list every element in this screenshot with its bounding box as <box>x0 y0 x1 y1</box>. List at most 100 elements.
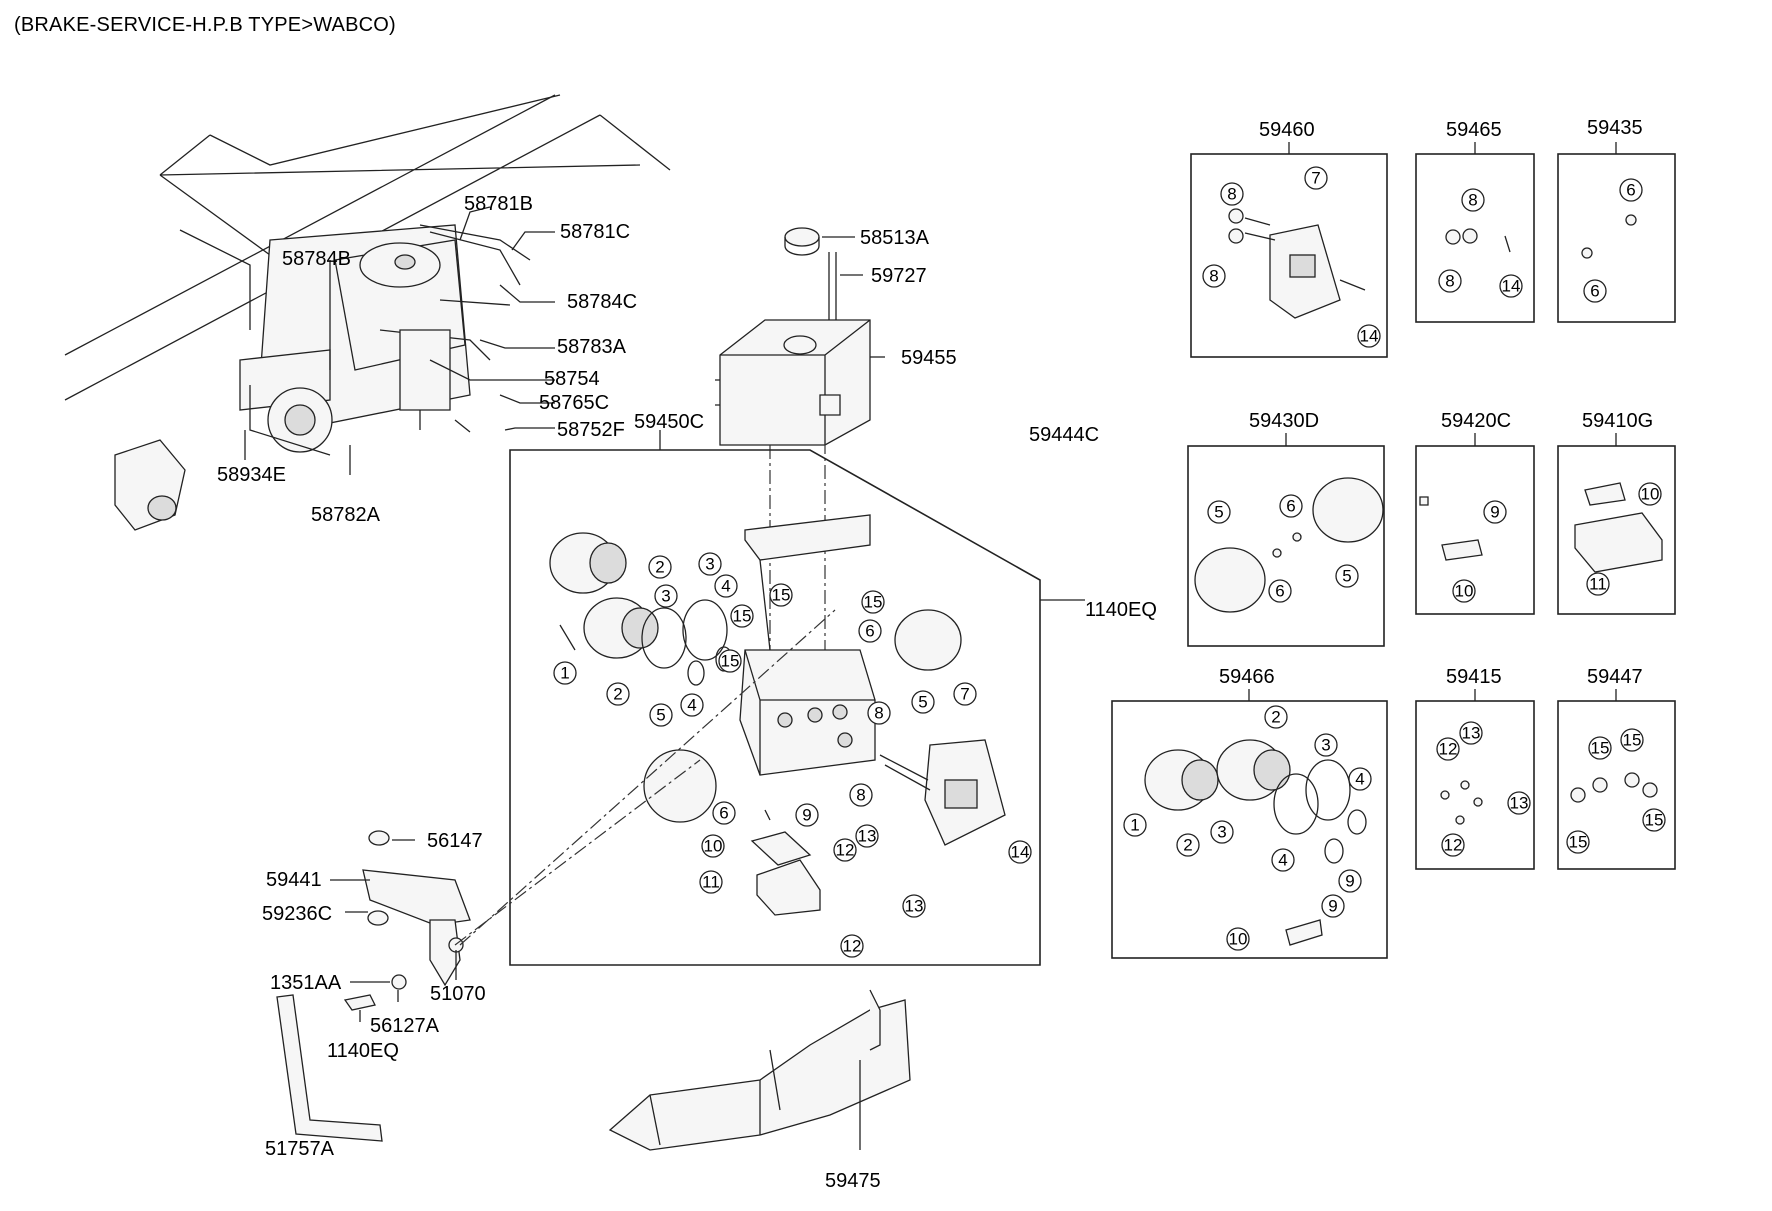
svg-text:13: 13 <box>1462 724 1481 743</box>
callout-main-14: 14 <box>1008 840 1032 864</box>
svg-text:12: 12 <box>1444 836 1463 855</box>
callout-group-59410G: 10 11 <box>1586 482 1662 596</box>
svg-text:3: 3 <box>1321 736 1330 755</box>
callout-59465-14: 14 <box>1499 274 1523 298</box>
svg-text:8: 8 <box>856 786 865 805</box>
part-label-59466: 59466 <box>1219 666 1275 688</box>
svg-text:14: 14 <box>1011 843 1030 862</box>
callout-59447-15d: 15 <box>1566 830 1590 854</box>
svg-text:8: 8 <box>1227 185 1236 204</box>
callout-59460-8b: 8 <box>1202 264 1226 288</box>
svg-text:15: 15 <box>1623 731 1642 750</box>
svg-text:15: 15 <box>1645 811 1664 830</box>
callout-59447-15c: 15 <box>1642 808 1666 832</box>
callout-main-12a: 12 <box>833 838 857 862</box>
svg-text:13: 13 <box>905 897 924 916</box>
callout-59430D-5a: 5 <box>1207 500 1231 524</box>
svg-text:3: 3 <box>661 587 670 606</box>
part-label-59430d: 59430D <box>1249 410 1319 432</box>
part-label-58752f: 58752F <box>557 419 625 441</box>
callout-main-2a: 2 <box>648 555 672 579</box>
callout-main-8a: 8 <box>867 701 891 725</box>
svg-text:7: 7 <box>1311 169 1320 188</box>
svg-text:4: 4 <box>1278 851 1287 870</box>
callout-59466-3a: 3 <box>1314 733 1338 757</box>
callout-59466-2a: 2 <box>1264 705 1288 729</box>
svg-text:15: 15 <box>772 586 791 605</box>
svg-text:10: 10 <box>1229 930 1248 949</box>
svg-text:9: 9 <box>1490 503 1499 522</box>
callout-main-13a: 13 <box>855 824 879 848</box>
svg-text:12: 12 <box>843 937 862 956</box>
callout-main-9: 9 <box>795 803 819 827</box>
callout-59430D-6a: 6 <box>1279 494 1303 518</box>
part-label-59444c: 59444C <box>1029 424 1099 446</box>
svg-text:15: 15 <box>721 652 740 671</box>
svg-text:10: 10 <box>704 837 723 856</box>
hydraulic-unit-illustration <box>549 514 1006 916</box>
callout-group-59447: 15 15 15 15 <box>1566 728 1666 854</box>
svg-text:13: 13 <box>1510 794 1529 813</box>
callout-group-59430D: 5 6 6 5 <box>1207 494 1359 603</box>
callout-59435-6a: 6 <box>1619 178 1643 202</box>
callout-59415-12a: 12 <box>1436 737 1460 761</box>
part-label-58781c: 58781C <box>560 221 630 243</box>
part-label-1140eq-bottom: 1140EQ <box>327 1040 399 1062</box>
svg-text:6: 6 <box>1626 181 1635 200</box>
chassis-frame-illustration <box>64 94 671 531</box>
callout-main-15c: 15 <box>730 604 754 628</box>
callout-main-2b: 2 <box>606 682 630 706</box>
callout-59466-9b: 9 <box>1321 894 1345 918</box>
main-assembly-frame <box>509 449 1041 966</box>
svg-text:3: 3 <box>705 555 714 574</box>
callout-group-59460: 8 7 8 14 <box>1202 166 1381 348</box>
part-label-59727: 59727 <box>871 265 927 287</box>
callout-59420C-9: 9 <box>1483 500 1507 524</box>
callout-59410G-11: 11 <box>1586 572 1610 596</box>
callout-main-5b: 5 <box>649 703 673 727</box>
part-label-51070: 51070 <box>430 983 486 1005</box>
callout-59447-15a: 15 <box>1588 736 1612 760</box>
svg-text:3: 3 <box>1217 823 1226 842</box>
callout-main-6a: 6 <box>858 619 882 643</box>
diagram-title: (BRAKE-SERVICE-H.P.B TYPE>WABCO) <box>14 14 396 36</box>
callout-main-15a: 15 <box>769 583 793 607</box>
svg-text:12: 12 <box>836 841 855 860</box>
svg-text:8: 8 <box>1209 267 1218 286</box>
callout-59430D-6b: 6 <box>1268 579 1292 603</box>
part-label-59415: 59415 <box>1446 666 1502 688</box>
svg-text:2: 2 <box>613 685 622 704</box>
part-number-labels: 58781B 58781C 58784B 58784C 58783A 58754… <box>217 117 1653 1192</box>
svg-text:8: 8 <box>1445 272 1454 291</box>
part-label-58782a: 58782A <box>311 504 381 526</box>
callout-main-13b: 13 <box>902 894 926 918</box>
callout-59460-14: 14 <box>1357 324 1381 348</box>
callout-main-11: 11 <box>699 870 723 894</box>
svg-text:13: 13 <box>858 827 877 846</box>
svg-text:1: 1 <box>560 664 569 683</box>
svg-text:15: 15 <box>864 593 883 612</box>
callout-59415-13a: 13 <box>1459 721 1483 745</box>
callout-59466-4a: 4 <box>1348 767 1372 791</box>
svg-text:14: 14 <box>1360 327 1379 346</box>
part-label-59435: 59435 <box>1587 117 1643 139</box>
leader-lines-bracket <box>330 599 1085 1022</box>
svg-text:2: 2 <box>1271 708 1280 727</box>
part-label-58783a: 58783A <box>557 336 627 358</box>
callout-59466-2b: 2 <box>1176 833 1200 857</box>
svg-text:15: 15 <box>1569 833 1588 852</box>
callout-59466-3b: 3 <box>1210 820 1234 844</box>
part-label-58765c: 58765C <box>539 392 609 414</box>
svg-text:4: 4 <box>721 577 730 596</box>
skid-plate-illustration <box>608 989 911 1151</box>
svg-text:9: 9 <box>1345 872 1354 891</box>
part-label-58934e: 58934E <box>217 464 286 486</box>
svg-text:10: 10 <box>1641 485 1660 504</box>
leader-lines-frame <box>244 206 555 475</box>
callout-59460-7: 7 <box>1304 166 1328 190</box>
part-label-58781b: 58781B <box>464 193 533 215</box>
svg-text:11: 11 <box>1589 575 1607 594</box>
svg-text:1: 1 <box>1130 816 1139 835</box>
part-label-58784c: 58784C <box>567 291 637 313</box>
callout-group-59466: 2 3 4 1 3 2 4 9 9 10 <box>1123 705 1372 951</box>
